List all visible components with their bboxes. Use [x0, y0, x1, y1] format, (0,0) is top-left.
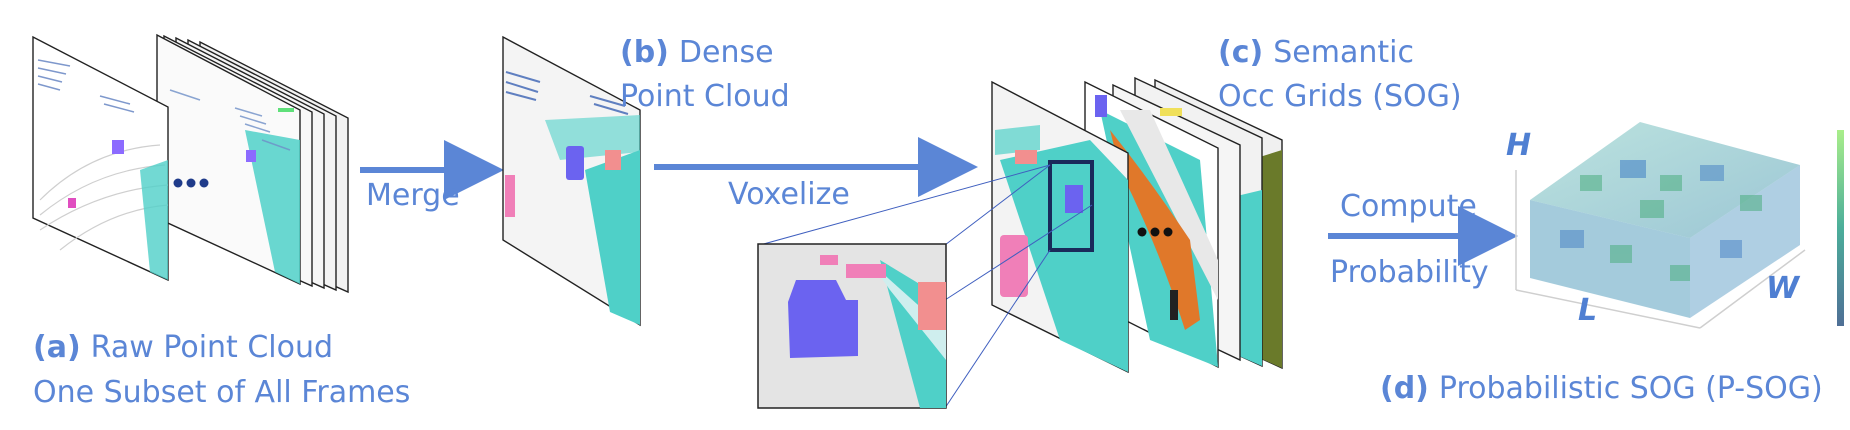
probabilistic-sog: H W L (d)Probabilistic SOG (P-SOG)	[1380, 122, 1844, 406]
raw-right-violet-blob	[246, 150, 256, 162]
d-label: (d)Probabilistic SOG (P-SOG)	[1380, 371, 1823, 406]
dense-salmon-blob	[605, 150, 621, 170]
compute-probability-arrow: Compute Probability	[1328, 189, 1518, 290]
dense-violet-blob	[566, 146, 584, 180]
sog-front-teal	[1000, 140, 1128, 372]
sog-road-lane	[1120, 110, 1218, 300]
raw-right-green-bar	[278, 108, 294, 112]
raw-point-cloud-stack	[32, 33, 349, 294]
axis-l-label: L	[1578, 293, 1597, 328]
dense-point-cloud: (b)Dense Point Cloud	[502, 35, 790, 327]
compute-label-line1: Compute	[1340, 189, 1477, 224]
dense-pink-blob	[505, 175, 515, 217]
raw-left-violet-blob	[112, 140, 124, 154]
inset-salmon	[918, 282, 946, 330]
merge-arrow: Merge	[360, 140, 504, 213]
c-label-line1: (c)Semantic	[1218, 35, 1414, 70]
p-sog-cube-side	[1690, 165, 1800, 318]
p-sog-voxel-patches	[1560, 160, 1762, 281]
raw-left-teal	[140, 160, 168, 280]
voxelize-arrow: Voxelize	[654, 137, 978, 212]
inset-pink-2	[820, 255, 838, 265]
merge-label: Merge	[366, 178, 460, 213]
a-label-line2: One Subset of All Frames	[33, 375, 410, 410]
inset-light-strip	[870, 262, 946, 360]
zoom-window	[1048, 160, 1094, 252]
dense-building-lines	[505, 71, 629, 115]
axis-h-label: H	[1506, 128, 1531, 163]
dense-teal-left	[545, 115, 640, 160]
inset-violet-car	[788, 280, 858, 358]
semantic-occ-grids: (c)Semantic Occ Grids (SOG)	[991, 35, 1462, 374]
ellipsis-dots-c	[1137, 227, 1173, 237]
inset-pink-1	[846, 264, 886, 278]
sog-front-violet	[1065, 185, 1083, 213]
raw-left-pink-blob	[68, 198, 76, 208]
probability-colorbar	[1837, 130, 1844, 326]
voxelize-label: Voxelize	[728, 177, 850, 212]
b-label-line2: Point Cloud	[620, 79, 790, 114]
sog-front-pink	[1000, 235, 1028, 297]
sog-road-dark	[1170, 290, 1178, 320]
sog-road-yellow	[1160, 108, 1182, 116]
b-label-line1: (b)Dense	[620, 35, 774, 70]
raw-right-point-lines	[169, 89, 291, 151]
compute-label-line2: Probability	[1330, 255, 1489, 290]
zoom-inset	[757, 164, 1093, 409]
sog-front-teal-top	[995, 125, 1040, 155]
sog-road-violet	[1095, 95, 1107, 117]
axis-w-label: W	[1766, 271, 1801, 306]
sog-front-salmon	[1015, 150, 1037, 164]
raw-right-teal	[245, 130, 300, 284]
c-label-line2: Occ Grids (SOG)	[1218, 79, 1462, 114]
dense-teal-area	[585, 150, 640, 325]
a-label-line1: (a)Raw Point Cloud	[33, 330, 333, 365]
p-sog-axes	[1515, 170, 1806, 329]
raw-left-point-lines	[37, 59, 135, 113]
ellipsis-dots-a	[173, 178, 209, 188]
